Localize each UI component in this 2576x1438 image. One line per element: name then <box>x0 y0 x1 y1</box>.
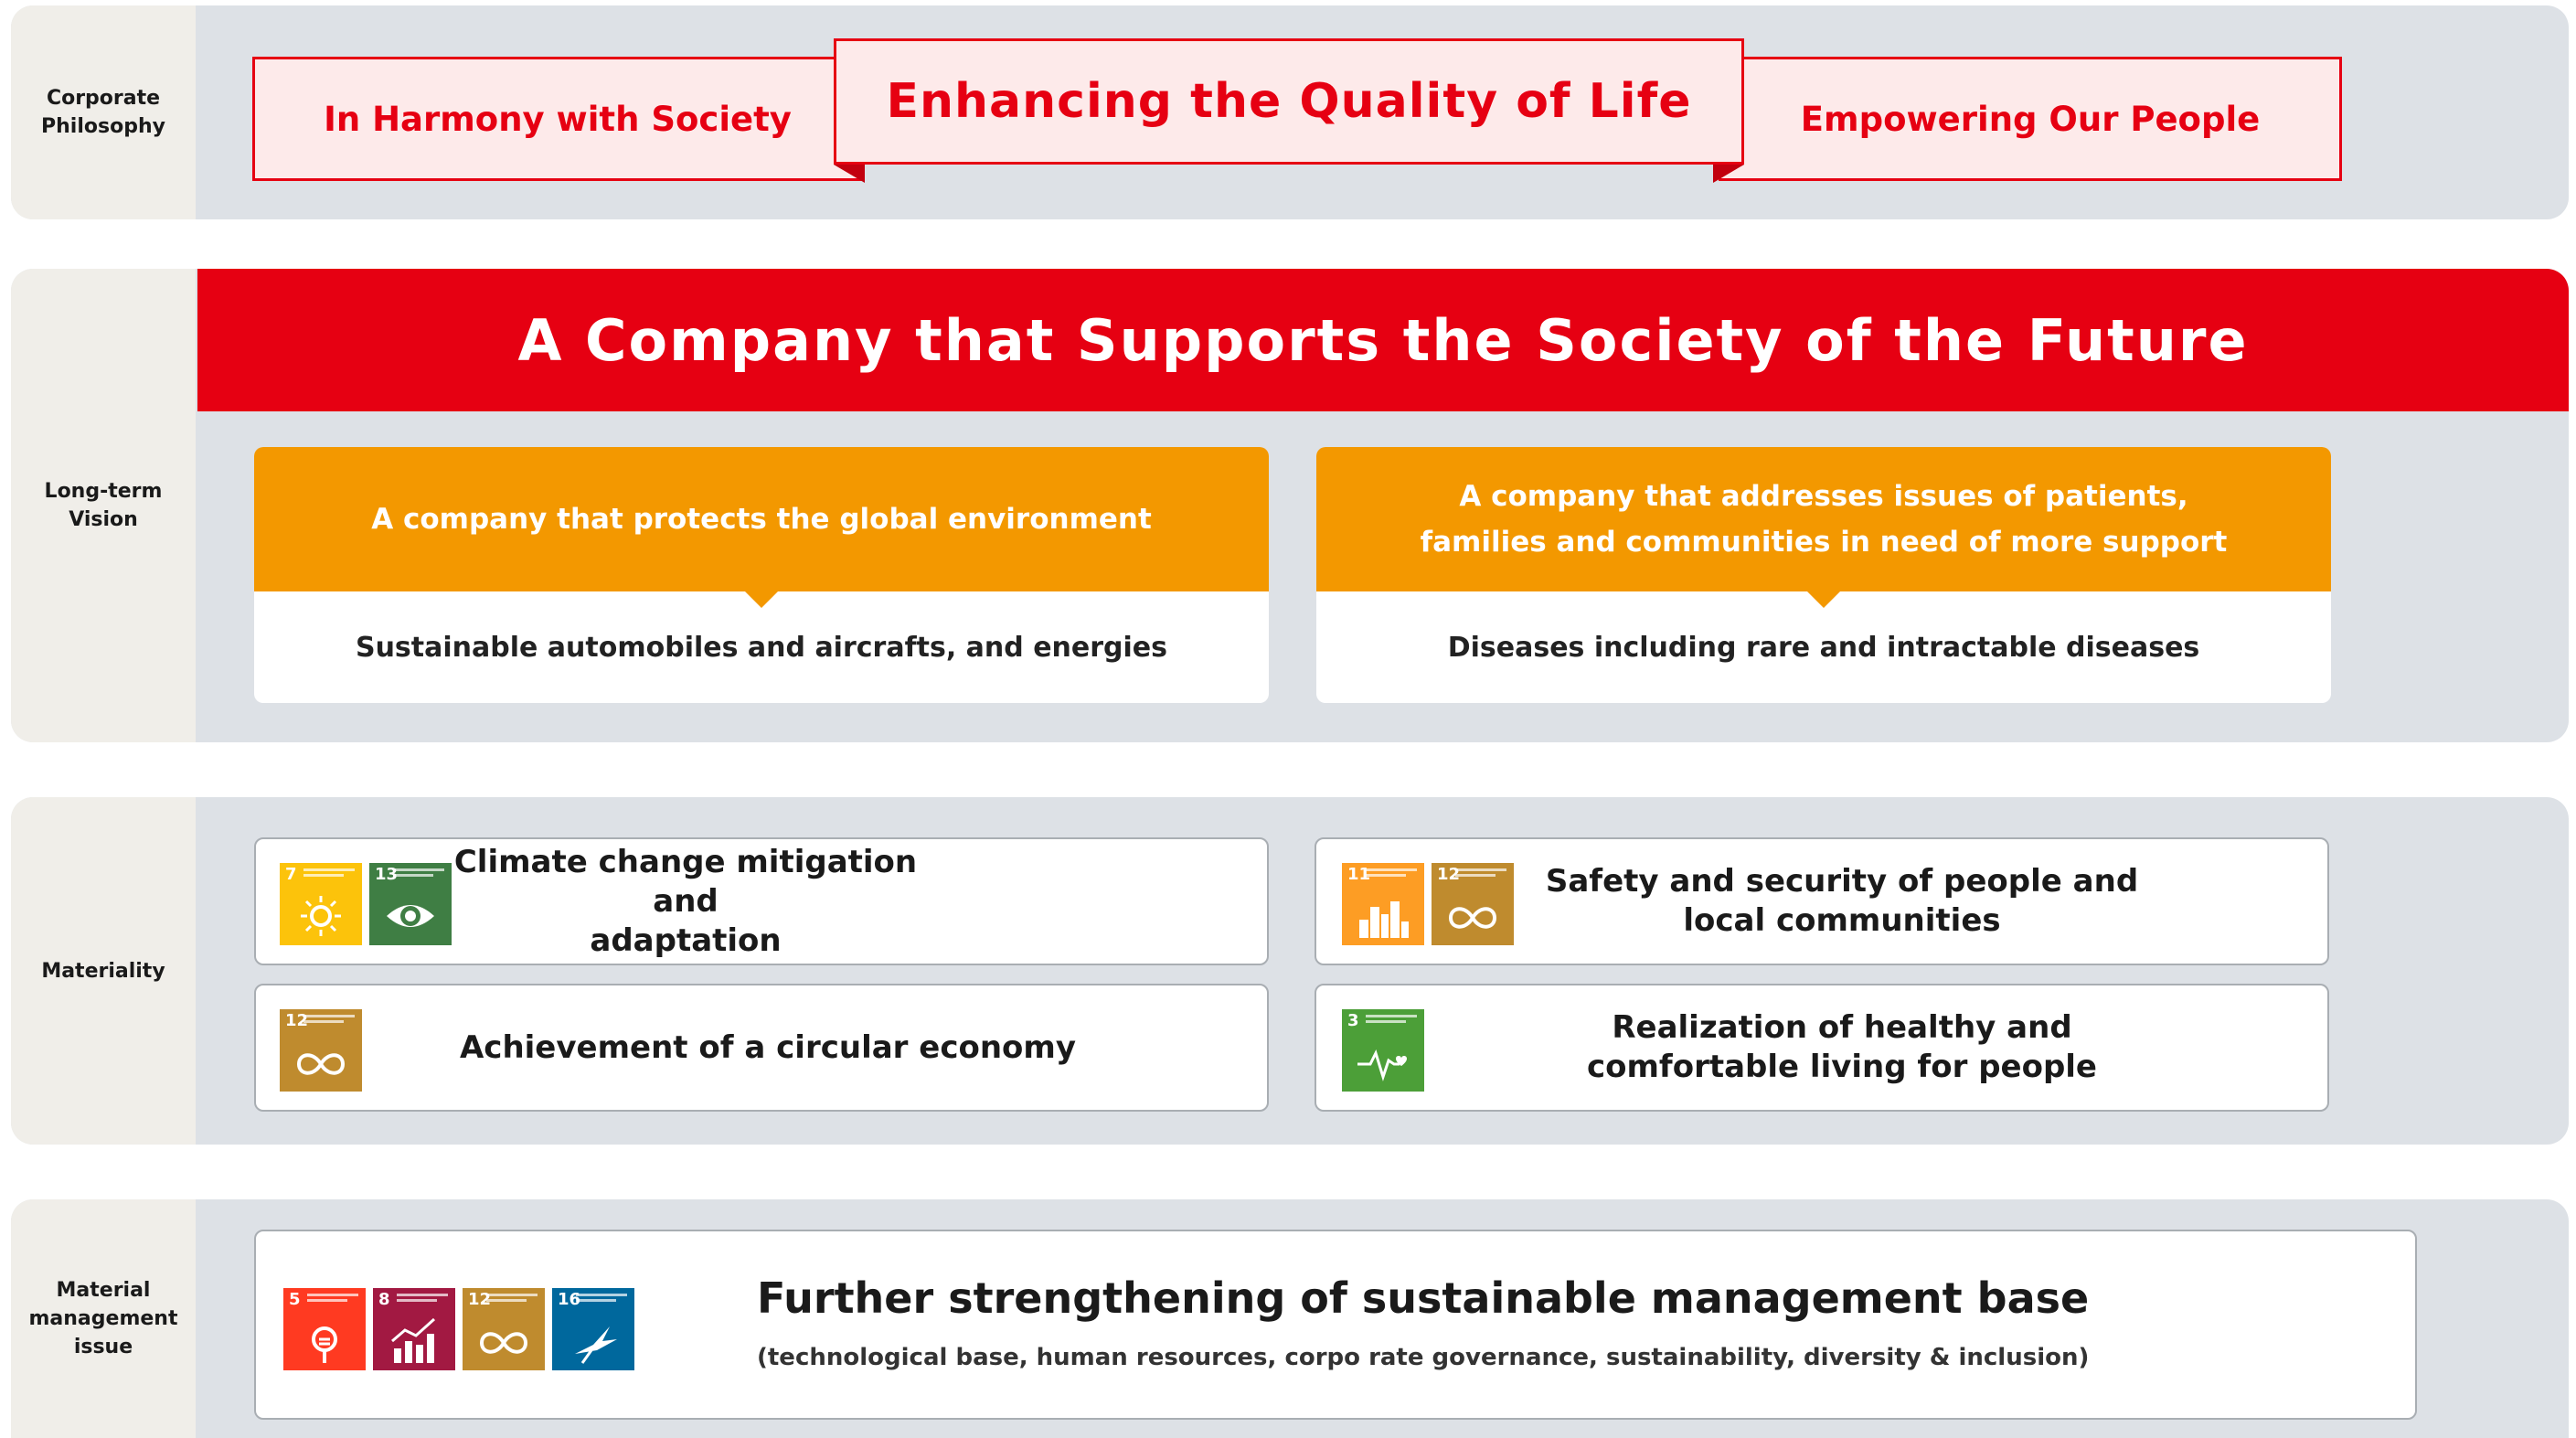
philosophy-enhancing-quality-of-life: Enhancing the Quality of Life <box>834 38 1744 165</box>
vision-card-detail: Sustainable automobiles and aircrafts, a… <box>355 631 1168 664</box>
materiality-text: Climate change mitigation and adaptation <box>453 843 918 959</box>
vision-card-detail: Diseases including rare and intractable … <box>1447 631 2200 664</box>
vision-card-environment: A company that protects the global envir… <box>254 447 1269 703</box>
sdg-8-growth-chart-icon: 8 <box>373 1288 455 1370</box>
ribbon-fold-left <box>834 165 865 183</box>
material-management-subtitle: (technological base, human resources, co… <box>757 1344 2090 1371</box>
materiality-text: Achievement of a circular economy <box>459 1028 1077 1066</box>
materiality-text: Safety and security of people and local … <box>1545 863 2139 939</box>
sdg-12-infinity-icon: 12 <box>463 1288 545 1370</box>
material-management-box: 5 8 12 16 <box>254 1230 2417 1420</box>
sdg-13-eye-globe-icon: 13 <box>369 863 452 945</box>
material-management-title: Further strengthening of sustainable man… <box>757 1273 2090 1323</box>
materiality-card-healthy-living: 3 Realization of healthy and comfortable… <box>1315 984 2329 1112</box>
materiality-card-safety: 11 12 Safety and security of people and … <box>1315 837 2329 965</box>
sdg-5-gender-equality-icon: 5 <box>283 1288 366 1370</box>
materiality-card-circular-economy: 12 Achievement of a circular economy <box>254 984 1269 1112</box>
materiality-label: Materiality <box>11 797 196 1145</box>
sdg-11-city-icon: 11 <box>1342 863 1424 945</box>
sdg-3-heartbeat-icon: 3 <box>1342 1009 1424 1092</box>
ribbon-fold-right <box>1713 165 1744 183</box>
vision-card-title: A company that protects the global envir… <box>254 447 1269 591</box>
sdg-7-sun-icon: 7 <box>280 863 362 945</box>
sdg-16-dove-icon: 16 <box>552 1288 634 1370</box>
philosophy-harmony-with-society: In Harmony with Society <box>252 57 863 181</box>
down-arrow-icon <box>745 591 778 608</box>
sdg-12-infinity-icon: 12 <box>280 1009 362 1092</box>
sdg-12-infinity-icon: 12 <box>1432 863 1514 945</box>
vision-card-patients: A company that addresses issues of patie… <box>1316 447 2331 703</box>
philosophy-empowering-our-people: Empowering Our People <box>1719 57 2342 181</box>
materiality-card-climate: 7 13 Climate change mitigation and adapt… <box>254 837 1269 965</box>
down-arrow-icon <box>1807 591 1840 608</box>
vision-headline: A Company that Supports the Society of t… <box>197 269 2569 411</box>
corporate-philosophy-label: Corporate Philosophy <box>11 5 196 219</box>
vision-card-title: A company that addresses issues of patie… <box>1316 447 2331 591</box>
long-term-vision-label: Long-term Vision <box>11 269 196 742</box>
materiality-text: Realization of healthy and comfortable l… <box>1586 1009 2097 1085</box>
material-management-label: Material management issue <box>11 1199 196 1438</box>
